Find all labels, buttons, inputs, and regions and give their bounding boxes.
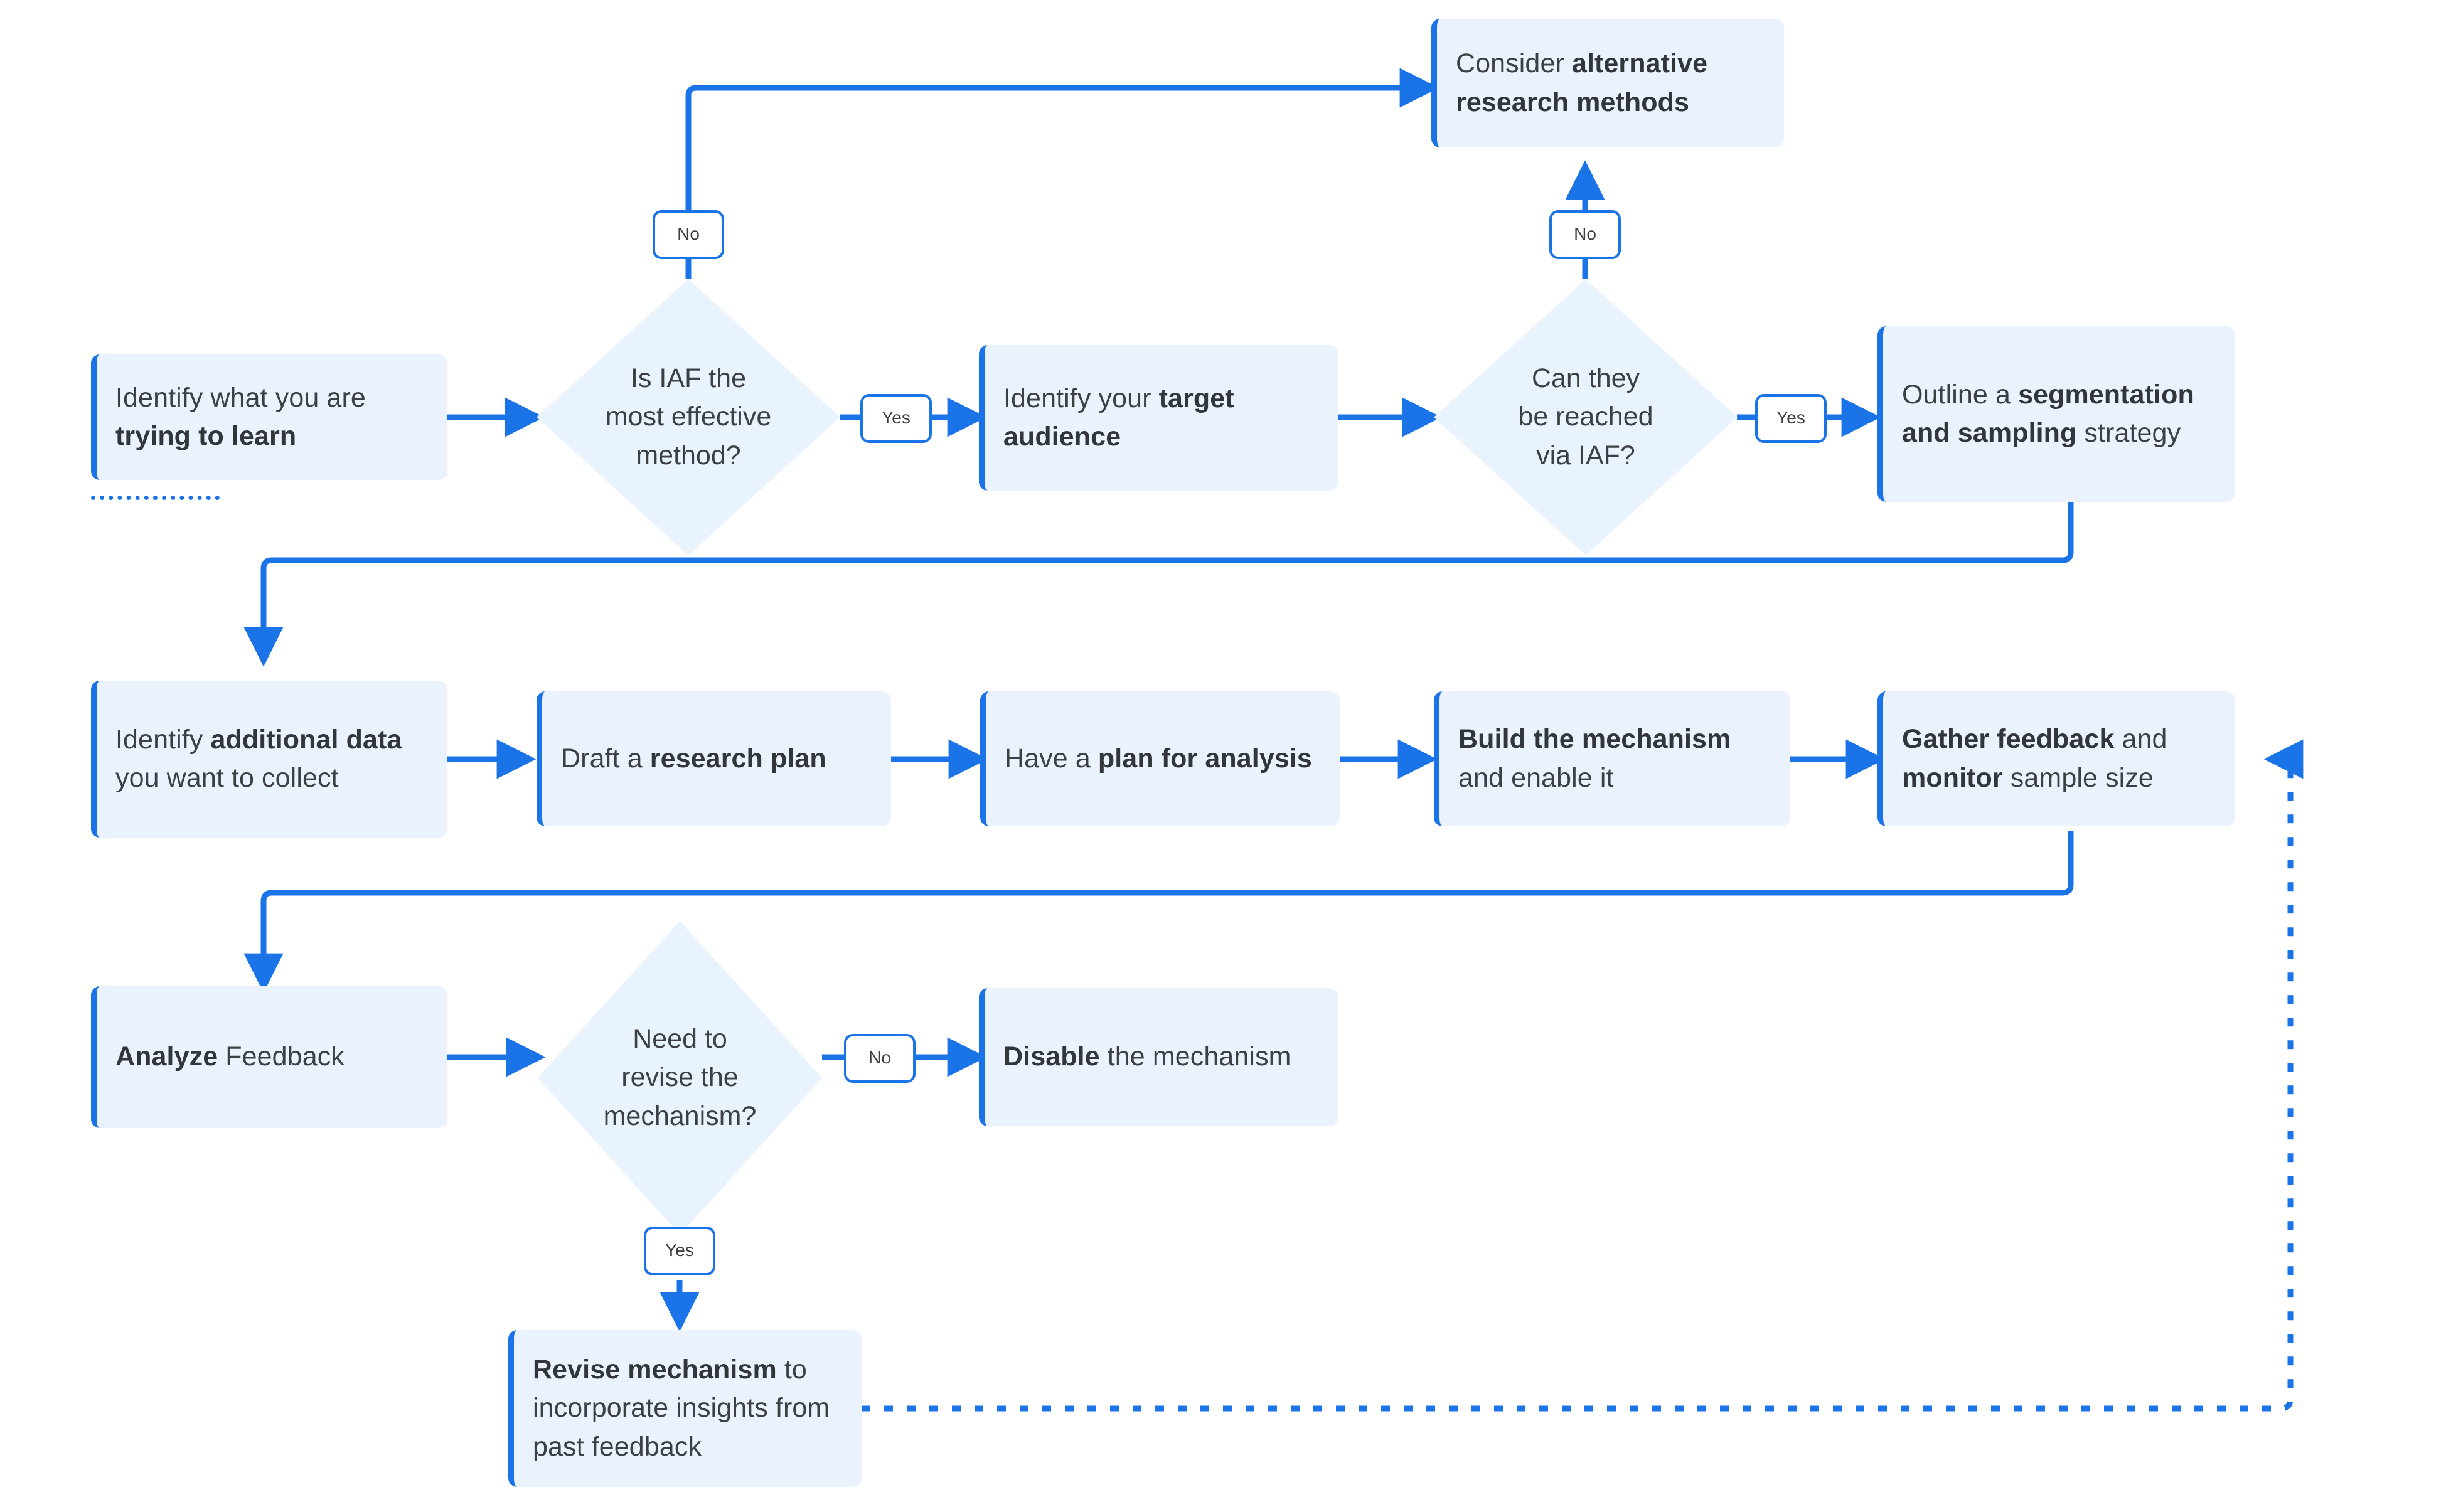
edge-label-iaf-yes: Yes [860,394,932,443]
node-consider-alternative-label: Consider alternative research methods [1456,48,1708,117]
edge-label-iaf-yes-text: Yes [882,408,911,427]
edge-label-reached-no: No [1549,210,1621,259]
edge-label-revise-yes-text: Yes [665,1240,694,1260]
node-gather-feedback[interactable]: Gather feedback and monitor sample size [1877,691,2235,826]
edge-gather-to-analyze [243,831,2074,993]
edge-outline-to-additional-data [243,502,2074,667]
edge-iaf-no-to-consider [685,68,1439,279]
node-build-mechanism[interactable]: Build the mechanism and enable it [1434,691,1790,826]
node-revise-mechanism-label: Revise mechanism to incorporate insights… [533,1355,830,1462]
node-identify-target-audience-label: Identify your target audience [1003,383,1234,452]
node-draft-research-plan[interactable]: Draft a research plan [537,691,891,826]
edge-label-revise-yes: Yes [644,1227,715,1275]
node-build-mechanism-label: Build the mechanism and enable it [1458,724,1731,793]
node-identify-additional-data[interactable]: Identify additional data you want to col… [91,681,447,838]
node-disable-mechanism[interactable]: Disable the mechanism [979,988,1338,1126]
node-identify-additional-data-label: Identify additional data you want to col… [115,724,402,793]
node-identify-what[interactable]: Identify what you are trying to learn [91,354,447,480]
edge-label-reached-yes-text: Yes [1776,408,1805,427]
node-gather-feedback-label: Gather feedback and monitor sample size [1902,724,2167,793]
edge-label-iaf-no-text: No [677,224,700,243]
node-disable-mechanism-label: Disable the mechanism [1003,1041,1291,1072]
node-have-plan-for-analysis-label: Have a plan for analysis [1005,743,1312,774]
node-identify-target-audience[interactable]: Identify your target audience [979,345,1338,491]
node-identify-what-label: Identify what you are trying to learn [115,382,366,451]
node-analyze-feedback[interactable]: Analyze Feedback [91,986,447,1128]
node-outline-segmentation[interactable]: Outline a segmentation and sampling stra… [1877,326,2235,502]
edge-label-reached-yes: Yes [1755,394,1827,443]
edge-label-iaf-no: No [653,210,724,259]
node-have-plan-for-analysis[interactable]: Have a plan for analysis [980,691,1340,826]
node-revise-mechanism[interactable]: Revise mechanism to incorporate insights… [508,1330,862,1487]
node-analyze-feedback-label: Analyze Feedback [115,1041,344,1072]
edge-label-reached-no-text: No [1574,224,1596,243]
edge-label-revise-no: No [844,1034,916,1083]
node-consider-alternative[interactable]: Consider alternative research methods [1431,19,1784,147]
node-underline-stub [91,496,220,500]
edge-label-revise-no-text: No [868,1048,891,1067]
node-outline-segmentation-label: Outline a segmentation and sampling stra… [1902,379,2194,448]
node-draft-research-plan-label: Draft a research plan [561,743,826,774]
